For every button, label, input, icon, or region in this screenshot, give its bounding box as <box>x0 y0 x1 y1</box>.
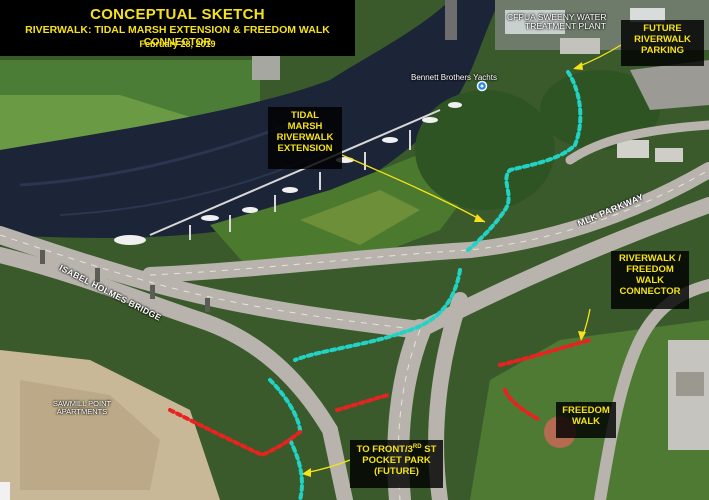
callout-line: RIVERWALK <box>276 131 334 143</box>
boats <box>114 102 462 245</box>
callout-line: FUTURE <box>643 23 682 34</box>
callout-future-parking: FUTURE RIVERWALK PARKING <box>621 20 704 66</box>
label-line: TREATMENT PLANT <box>525 20 606 31</box>
plant-building <box>630 8 665 22</box>
leader-tidal-marsh <box>341 154 486 223</box>
label-bennett-brothers: Bennett Brothers Yachts <box>411 73 497 82</box>
callout-line: WALK <box>636 274 664 286</box>
woods <box>415 90 555 210</box>
callout-line: TO FRONT/3RD ST <box>356 444 437 456</box>
title-subtitle: RIVERWALK: TIDAL MARSH EXTENSION & FREED… <box>25 24 330 49</box>
callout-line: FREEDOM <box>562 405 610 416</box>
drawbridge-tower <box>445 0 457 40</box>
marsh-grass <box>300 190 420 245</box>
title-date: February 28, 2019 <box>139 39 216 49</box>
woods <box>540 70 660 150</box>
docks <box>149 109 441 240</box>
building <box>655 148 683 162</box>
callout-line: TIDAL <box>291 110 319 121</box>
callout-line: MARSH <box>287 120 323 132</box>
building <box>617 140 649 158</box>
building-roof <box>676 372 704 396</box>
plant-building <box>505 10 565 34</box>
callout-line: RIVERWALK <box>634 33 691 45</box>
sawmill-pad <box>20 380 160 490</box>
label-line: CFPUA SWEENY WATER <box>507 12 607 22</box>
bridge-piers <box>40 250 210 312</box>
callout-line: PARKING <box>640 44 685 56</box>
label-sawmill-point: SAWMILL POINT APARTMENTS <box>52 399 112 417</box>
title-block: CONCEPTUAL SKETCH RIVERWALK: TIDAL MARSH… <box>0 0 355 56</box>
callout-line: CONNECTOR <box>619 285 681 297</box>
callout-pocket-park: TO FRONT/3RD ST POCKET PARK (FUTURE) <box>350 440 443 488</box>
callout-line: FREEDOM <box>626 263 674 275</box>
callout-line: RIVERWALK / <box>618 253 682 264</box>
callout-line: POCKET PARK <box>362 455 431 467</box>
location-pin-icon <box>476 80 488 92</box>
parking-lot <box>630 60 709 110</box>
scale-marker <box>0 482 10 500</box>
callout-leaders <box>302 44 622 477</box>
lane-markings <box>0 169 709 500</box>
river-reflection <box>19 118 301 187</box>
proposed-connector-path <box>168 338 592 458</box>
callout-line: (FUTURE) <box>374 466 419 477</box>
callout-line: WALK <box>572 415 600 427</box>
callout-line: EXTENSION <box>277 142 333 154</box>
callout-tidal-marsh-extension: TIDAL MARSH RIVERWALK EXTENSION <box>268 107 342 169</box>
callout-freedom-walk-connector: RIVERWALK / FREEDOM WALK CONNECTOR <box>611 251 689 309</box>
label-cfpua-plant: CFPUA SWEENY WATER TREATMENT PLANT <box>507 13 607 31</box>
silo <box>252 52 280 80</box>
callout-freedom-walk: FREEDOM WALK <box>556 402 616 438</box>
title-heading: CONCEPTUAL SKETCH <box>90 6 265 23</box>
plant-building <box>560 38 600 54</box>
cape-fear-river <box>0 0 500 238</box>
proposed-riverwalk-path <box>268 70 583 500</box>
